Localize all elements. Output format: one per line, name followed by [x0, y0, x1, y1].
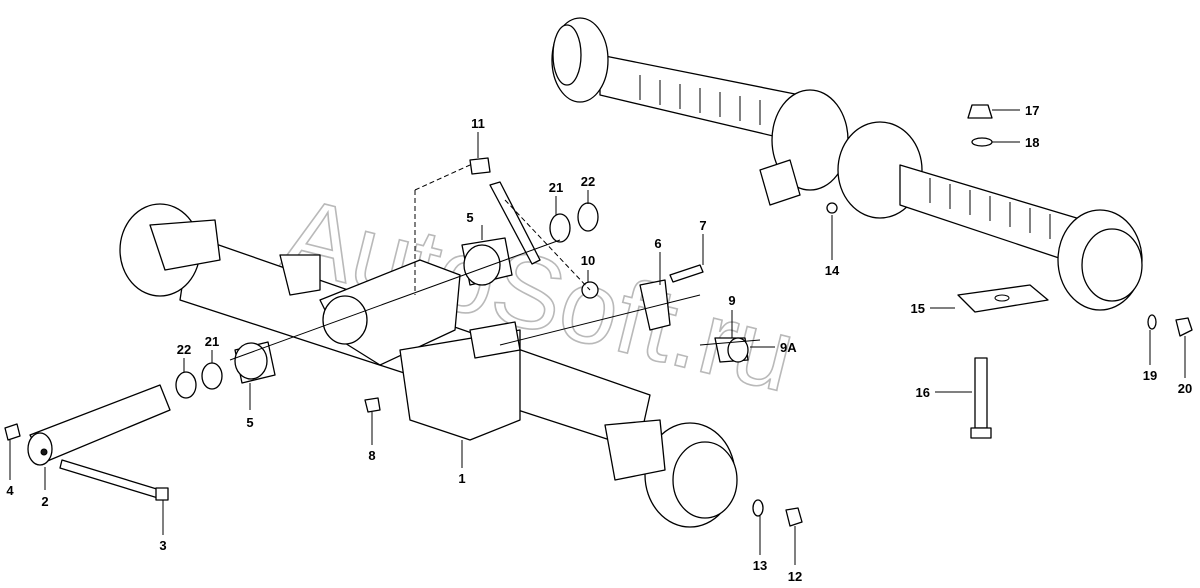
washer-18	[971, 137, 993, 147]
callout-7: 7	[699, 218, 706, 233]
callout-4: 4	[6, 483, 14, 498]
nut-17	[967, 104, 993, 119]
callout-5-left: 5	[246, 415, 253, 430]
callout-11: 11	[471, 116, 485, 131]
pivot-axis-line	[229, 239, 561, 361]
mounting-plate-15	[957, 284, 1049, 313]
callout-10: 10	[581, 253, 595, 268]
washer-22-left	[175, 371, 197, 399]
callout-1: 1	[458, 471, 465, 486]
callout-15: 15	[911, 301, 925, 316]
bolt-16-head	[970, 427, 992, 439]
beam-stop-block	[279, 254, 321, 296]
callout-3: 3	[159, 538, 166, 553]
sensor-9A	[727, 337, 749, 363]
grease-tube	[489, 181, 541, 265]
callout-6: 6	[654, 236, 661, 251]
elbow-fitting-11	[469, 157, 491, 175]
callout-13: 13	[753, 558, 767, 573]
callout-17: 17	[1025, 103, 1039, 118]
rear-axle-input-flange	[759, 159, 801, 206]
bolt-3-head	[155, 487, 169, 501]
rear-mount-parts	[957, 104, 1193, 439]
callout-16: 16	[916, 385, 930, 400]
callout-leaders	[9, 109, 1186, 565]
washer-13	[752, 499, 764, 517]
callout-22-left: 22	[177, 342, 191, 357]
sensor-axis-line	[699, 339, 761, 346]
bracket-6	[639, 279, 671, 331]
callout-21-right: 21	[549, 180, 563, 195]
front-axle-assembly	[119, 203, 738, 528]
washer-19	[1147, 314, 1157, 330]
rear-axle-left-hub-face	[552, 24, 582, 86]
callout-19: 19	[1143, 368, 1157, 383]
front-axle-left-steering-knuckle	[149, 219, 221, 271]
nut-20	[1175, 317, 1193, 337]
rear-axle-right-ribs	[929, 178, 1051, 239]
pivot-bore	[322, 295, 368, 345]
bolt-7	[669, 264, 704, 283]
bracket-axis-line	[499, 294, 701, 346]
bolt-16	[974, 357, 988, 429]
callout-9: 9	[728, 293, 735, 308]
center-housing-top-block	[469, 321, 521, 359]
washer-21-right	[549, 213, 571, 243]
callout-2: 2	[41, 494, 48, 509]
callout-21-left: 21	[205, 334, 219, 349]
assembly-guide-lines	[414, 164, 591, 295]
callout-18: 18	[1025, 135, 1039, 150]
front-axle-right-hub-cap	[672, 441, 738, 519]
nut-12	[785, 507, 803, 527]
callout-8: 8	[368, 448, 375, 463]
front-pivot-hardware	[4, 157, 803, 527]
callout-20: 20	[1178, 381, 1192, 396]
rear-axle-left-ribs	[639, 75, 761, 125]
nut-4	[4, 423, 21, 441]
pivot-pin-2-end	[27, 432, 53, 466]
washer-22-right	[577, 202, 599, 232]
callout-14: 14	[825, 263, 840, 278]
bolt-3	[59, 459, 161, 499]
nut-8	[364, 397, 381, 413]
callout-5-right: 5	[466, 210, 473, 225]
front-axle-right-steering-knuckle	[604, 419, 666, 481]
rear-axle-drain-plug	[826, 202, 838, 214]
callout-12: 12	[788, 569, 802, 584]
callout-22-right: 22	[581, 174, 595, 189]
callout-9A: 9A	[780, 340, 797, 355]
washer-21-left	[201, 362, 223, 390]
rear-axle-right-hub-cap	[1081, 228, 1143, 302]
rear-axle-assembly	[551, 17, 1143, 311]
